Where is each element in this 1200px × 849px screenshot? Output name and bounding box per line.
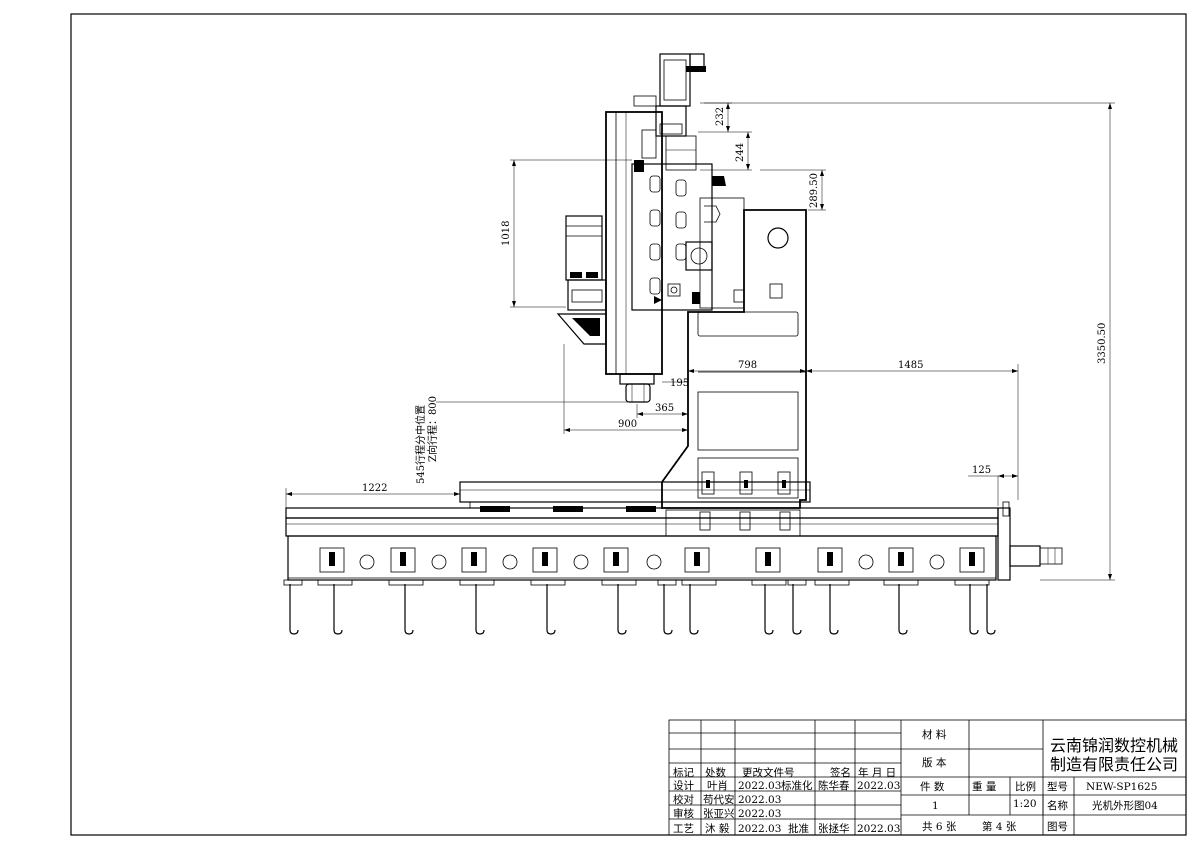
dim-365: 365 <box>655 403 674 414</box>
design-date: 2022.03 <box>738 780 781 792</box>
dim-125: 125 <box>972 465 991 476</box>
dim-1485: 1485 <box>898 360 923 371</box>
dimension-labels: 232 244 289.50 3350.50 1018 798 1485 195… <box>362 107 1108 494</box>
dim-232: 232 <box>715 107 726 126</box>
material-label: 材 料 <box>922 728 947 741</box>
dim-1222: 1222 <box>362 483 387 494</box>
machine-drawing <box>283 53 1063 635</box>
standard-name: 陈华春 <box>818 779 850 792</box>
design-role: 设计 <box>673 779 694 792</box>
model-value: NEW-SP1625 <box>1086 781 1157 793</box>
process-name: 沐 毅 <box>705 822 730 835</box>
dim-289: 289.50 <box>809 173 820 208</box>
stroke-note-1: 545行程分中位置 <box>414 405 427 484</box>
dim-3350: 3350.50 <box>1097 323 1108 364</box>
title-block: 材 料 版 本 云南锦润数控机械 制造有限责任公司 件 数 重 量 比例 型号 … <box>668 719 1187 836</box>
ratio-value: 1:20 <box>1013 798 1037 810</box>
model-label: 型号 <box>1047 780 1068 793</box>
check-date: 2022.03 <box>738 794 781 806</box>
side-motor <box>556 215 607 345</box>
rev-sign-header: 签名 <box>830 766 851 779</box>
anchor-hooks <box>289 584 996 635</box>
version-label: 版 本 <box>922 756 947 769</box>
name-value: 光机外形图04 <box>1092 799 1158 812</box>
rev-mark-header: 标记 <box>673 767 694 779</box>
dim-195: 195 <box>670 378 689 389</box>
check-name: 苟代安 <box>703 793 735 806</box>
sheet-border <box>70 13 1187 836</box>
review-name: 张亚兴 <box>703 808 735 820</box>
dimension-lines <box>285 102 1115 581</box>
dim-798: 798 <box>738 360 757 371</box>
approve-date: 2022.03 <box>857 823 900 835</box>
company-name-line-1: 云南锦润数控机械 <box>1050 736 1178 755</box>
approve-name: 张拯华 <box>818 822 850 835</box>
company-name-line-2: 制造有限责任公司 <box>1050 755 1178 774</box>
check-role: 校对 <box>673 793 694 806</box>
standard-role: 标准化 <box>781 779 813 792</box>
sheet-count: 共 6 张 <box>922 821 957 833</box>
rev-count-header: 处数 <box>705 766 726 779</box>
weight-label: 重 量 <box>972 780 997 793</box>
column <box>661 209 807 537</box>
machine-bed <box>285 501 1063 581</box>
process-role: 工艺 <box>673 823 694 835</box>
standard-date: 2022.03 <box>857 780 900 792</box>
sheet-number: 第 4 张 <box>982 820 1017 833</box>
rev-doc-header: 更改文件号 <box>742 766 795 779</box>
stroke-note-2: Z向行程：800 <box>426 396 439 462</box>
rev-date-header: 年 月 日 <box>858 766 896 779</box>
approve-role: 批准 <box>788 822 809 835</box>
count-value: 1 <box>932 800 939 812</box>
design-name: 叶肖 <box>707 779 728 792</box>
spindle-head <box>605 53 745 403</box>
review-role: 审核 <box>673 807 694 820</box>
review-date: 2022.03 <box>738 808 781 820</box>
dim-900: 900 <box>618 419 637 430</box>
ratio-label: 比例 <box>1015 780 1036 793</box>
dim-244: 244 <box>735 143 746 162</box>
drawing-no-label: 图号 <box>1047 821 1068 833</box>
process-date: 2022.03 <box>738 823 781 835</box>
count-label: 件 数 <box>920 780 945 793</box>
dim-1018: 1018 <box>501 221 512 246</box>
name-label: 名称 <box>1047 799 1069 812</box>
